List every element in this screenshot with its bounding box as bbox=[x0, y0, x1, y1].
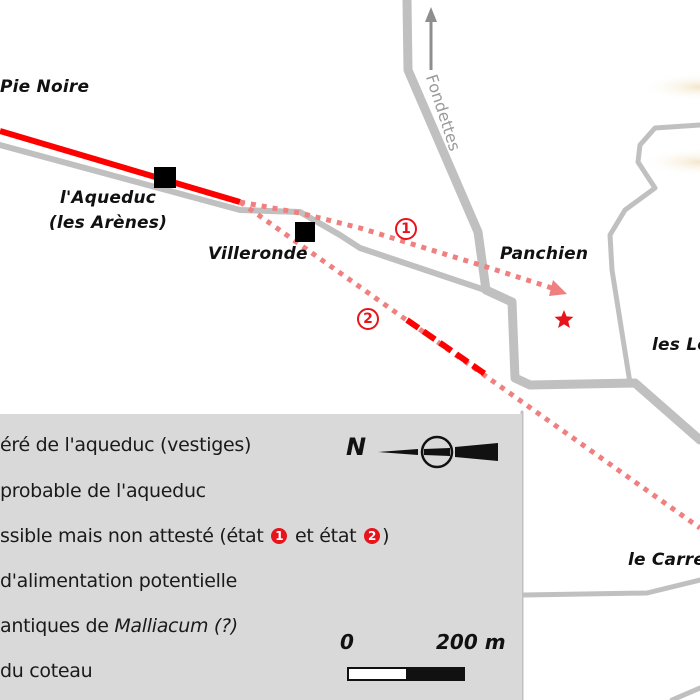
star-icon bbox=[554, 310, 574, 328]
scale-bar bbox=[347, 667, 465, 681]
state-2-marker: 2 bbox=[357, 308, 379, 330]
legend-item-possible: ssible mais non attesté (état 1 et état … bbox=[0, 525, 390, 547]
place-label-pie-noire: Pie Noire bbox=[0, 77, 90, 97]
place-label-les-l: les Lo bbox=[652, 335, 700, 355]
place-label-arenes: (les Arènes) bbox=[48, 213, 168, 233]
site-marker-villeronde bbox=[295, 222, 315, 242]
site-marker-aqueduc bbox=[154, 167, 176, 188]
state-1-inline-marker: 1 bbox=[271, 528, 288, 544]
hillside-shading bbox=[640, 73, 700, 101]
legend-item-attested: éré de l'aqueduc (vestiges) bbox=[0, 434, 252, 456]
state-2-inline-marker: 2 bbox=[364, 528, 381, 544]
scale-start-label: 0 bbox=[340, 630, 354, 654]
place-label-aqueduc: l'Aqueduc (les Arènes) bbox=[48, 186, 168, 236]
fondettes-arrow-icon bbox=[425, 7, 437, 70]
legend-item-coteau: du coteau bbox=[0, 660, 93, 682]
road-carre bbox=[521, 577, 700, 598]
legend: éré de l'aqueduc (vestiges) probable de … bbox=[0, 414, 522, 700]
place-label-aqueduc-line1: l'Aqueduc bbox=[59, 188, 157, 208]
aqueduct-probable bbox=[405, 317, 490, 379]
road-fondettes bbox=[402, 0, 700, 445]
place-label-le-carre: le Carre bbox=[628, 550, 700, 570]
legend-item-supply: d'alimentation potentielle bbox=[0, 570, 237, 592]
state-1-marker: 1 bbox=[395, 218, 417, 240]
aqueduct-attested bbox=[0, 128, 241, 205]
place-label-villeronde: Villeronde bbox=[208, 244, 308, 264]
place-label-panchien: Panchien bbox=[500, 244, 589, 264]
north-label: N bbox=[346, 433, 367, 461]
legend-item-probable: probable de l'aqueduc bbox=[0, 480, 206, 502]
scale-end-label: 200 m bbox=[436, 630, 506, 654]
aqueduct-possible-state-1 bbox=[239, 199, 553, 291]
arrow-state-1-icon bbox=[549, 280, 567, 296]
legend-item-malliacum: antiques de Malliacum (?) bbox=[0, 615, 238, 637]
road-bottom bbox=[669, 685, 700, 700]
hillside-shading bbox=[640, 148, 700, 176]
road-east-loop bbox=[607, 122, 700, 386]
